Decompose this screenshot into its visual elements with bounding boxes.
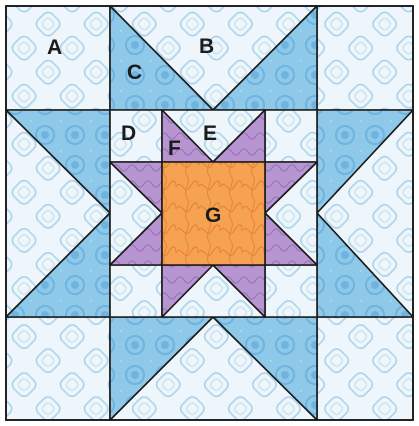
label-e: E: [203, 122, 217, 145]
label-g: G: [205, 204, 221, 227]
corner-square-bottom-right: [317, 317, 413, 420]
label-a: A: [47, 36, 62, 59]
corner-square-bottom-left: [6, 317, 110, 420]
label-c: C: [127, 61, 142, 84]
label-d: D: [121, 122, 136, 145]
label-b: B: [199, 35, 214, 58]
inner-corner-top-right: [265, 110, 317, 162]
label-f: F: [168, 137, 181, 160]
inner-corner-bottom-right: [265, 265, 317, 317]
inner-corner-bottom-left: [110, 265, 162, 317]
corner-square-top-right: [317, 6, 413, 110]
